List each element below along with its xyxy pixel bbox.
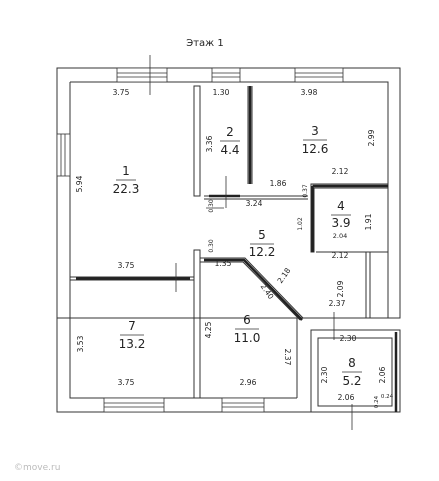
room-4-number: 4 [337, 199, 345, 213]
outer-walls [56, 67, 401, 413]
dimension-label: 2.30 [340, 334, 357, 343]
room-3-area: 12.6 [302, 142, 329, 156]
dimension-label: 3.75 [118, 378, 135, 387]
dimension-label: 1.35 [215, 259, 232, 268]
dimension-label: 2.37 [329, 299, 346, 308]
dimension-label: 2.12 [332, 167, 349, 176]
windows [56, 67, 344, 413]
room-2-area: 4.4 [220, 143, 239, 157]
dimension-label: 1.02 [297, 217, 304, 231]
dimension-label: 0.24 [381, 394, 394, 400]
fraction-bars [116, 139, 362, 373]
room-2-number: 2 [226, 125, 234, 139]
room-5-number: 5 [258, 228, 266, 242]
dimension-label: 1.86 [270, 179, 287, 188]
dimension-label: 1.91 [364, 213, 373, 230]
dimension-label: 2.96 [240, 378, 257, 387]
watermark-text: ©move.ru [14, 463, 60, 473]
dimension-label: 3.53 [76, 335, 85, 352]
dimension-label: 2.06 [378, 366, 387, 383]
room-numbers: 1 2 3 4 5 6 7 8 [122, 124, 356, 370]
room-1-area: 22.3 [113, 182, 140, 196]
room-1-number: 1 [122, 164, 130, 178]
dimension-label: 0.30 [208, 199, 215, 213]
interior-walls [70, 85, 389, 399]
dimension-labels: 3.75 1.30 3.98 3.36 2.99 5.94 2.12 1.86 … [75, 88, 394, 408]
room-3-number: 3 [311, 124, 319, 138]
dimension-label: 2.30 [320, 366, 329, 383]
room-6-area: 11.0 [234, 331, 261, 345]
room-8-area: 5.2 [342, 374, 361, 388]
dimension-label: 1.30 [213, 88, 230, 97]
dimension-label: 2.09 [336, 280, 345, 297]
dimension-label: 5.94 [75, 175, 84, 192]
dimension-label: 2.12 [332, 251, 349, 260]
room-7-number: 7 [128, 319, 136, 333]
partition-accents [76, 86, 398, 412]
dimension-label: 2.99 [367, 129, 376, 146]
dimension-label: 3.75 [118, 261, 135, 270]
dimension-label: 3.98 [301, 88, 318, 97]
dimension-label: 0.37 [302, 184, 309, 198]
dimension-label: 3.24 [246, 199, 263, 208]
room-6-number: 6 [243, 313, 251, 327]
room-5-area: 12.2 [249, 245, 276, 259]
room-areas: 22.3 4.4 12.6 3.9 12.2 11.0 13.2 5.2 [113, 142, 362, 388]
dimension-label: 3.36 [205, 135, 214, 152]
room-4-area: 3.9 [331, 216, 350, 230]
plan-title: Этаж 1 [186, 38, 224, 49]
dimension-label: 4.25 [204, 321, 213, 338]
dimension-label: 2.18 [275, 266, 292, 285]
dimension-label: 2.04 [333, 232, 347, 240]
room-8-number: 8 [348, 356, 356, 370]
dimension-label: 0.24 [374, 395, 380, 408]
markers [149, 55, 353, 430]
dimension-label: 2.37 [283, 349, 292, 366]
dimension-label: 0.30 [208, 239, 215, 253]
dimension-label: 2.40 [259, 282, 276, 301]
dimension-label: 3.75 [113, 88, 130, 97]
dimension-label: 2.06 [338, 393, 355, 402]
room-7-area: 13.2 [119, 337, 146, 351]
